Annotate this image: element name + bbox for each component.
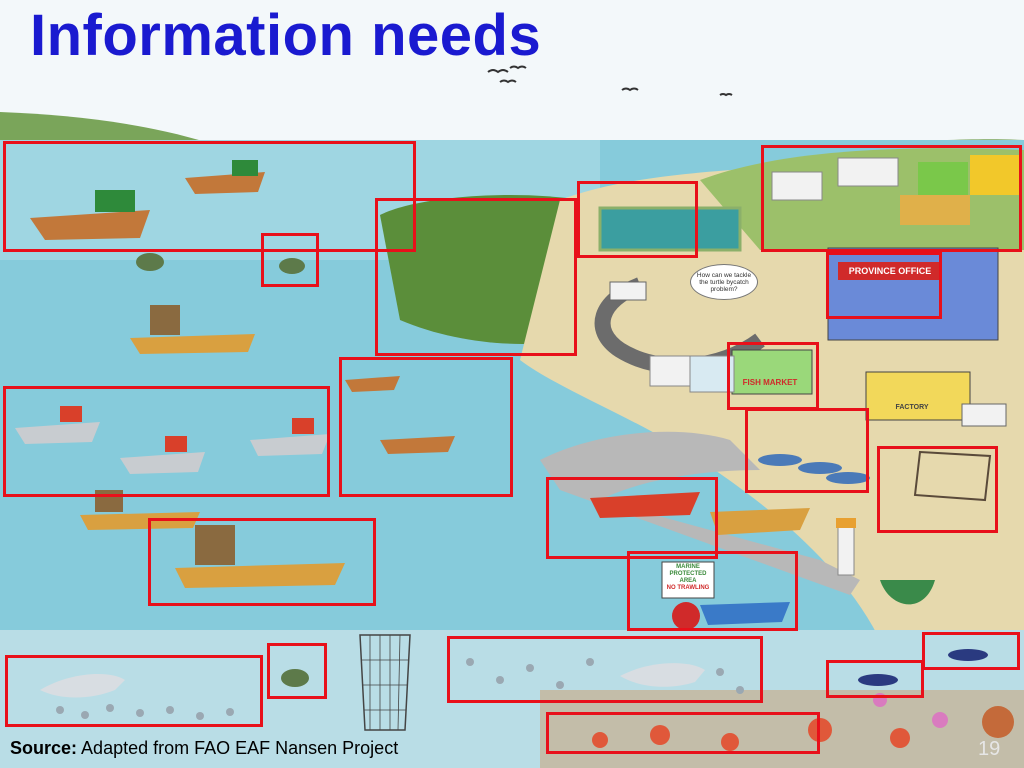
mpa-sign-line2: PROTECTED — [669, 571, 707, 577]
highlight-box-aquaculture-ponds — [577, 181, 698, 258]
mpa-sign-line4: NO TRAWLING — [666, 585, 710, 591]
village-houses — [771, 155, 1020, 225]
mpa-sign-line3: AREA — [679, 578, 697, 584]
highlight-box-fish-stocks — [447, 636, 763, 703]
highlight-box-marine-protected-area — [627, 551, 798, 631]
highlight-box-harbour-landing — [546, 477, 718, 559]
factory-sign: FACTORY — [895, 404, 929, 411]
highlight-box-beached-canoes — [745, 408, 869, 493]
source-caption: Source: Adapted from FAO EAF Nansen Proj… — [10, 738, 398, 759]
mpa-sign: MARINE PROTECTED AREA NO TRAWLING — [663, 564, 713, 592]
slide-title: Information needs — [30, 3, 542, 68]
highlight-box-turtle-near-net — [261, 233, 319, 287]
source-text: Adapted from FAO EAF Nansen Project — [81, 738, 399, 758]
highlight-box-turtle-underwater — [267, 643, 327, 699]
mpa-buoy — [672, 602, 700, 630]
source-label: Source: — [10, 738, 78, 758]
highlight-box-small-scale-fishers — [339, 357, 513, 497]
highlight-box-trawlers-fleet — [3, 386, 330, 497]
fish-school-icon — [56, 658, 744, 720]
highlight-box-shark-and-fish — [5, 655, 263, 727]
trawl-net — [359, 634, 411, 731]
speech-bubble: How can we tackle the turtle bycatch pro… — [690, 264, 758, 300]
pier — [540, 431, 860, 595]
mpa-sign-line1: MARINE — [676, 564, 700, 570]
highlight-box-large-trawler — [148, 518, 376, 606]
highlight-box-divers-right — [922, 632, 1020, 670]
fish-market-sign: FISH MARKET — [742, 378, 798, 387]
highlight-box-mangroves — [375, 198, 577, 356]
bird-icon — [487, 65, 733, 97]
shark-icon — [40, 663, 705, 698]
highlight-box-offshore-trawlers — [3, 141, 416, 252]
province-office-sign: PROVINCE OFFICE — [838, 262, 942, 280]
highlight-box-village — [761, 145, 1022, 252]
highlight-box-fish-market — [727, 342, 819, 410]
highlight-box-coral-reef — [546, 712, 820, 754]
highlight-box-diver — [826, 660, 924, 698]
turtle-icon — [136, 253, 309, 687]
boat-icon — [15, 160, 935, 625]
slide-number: 19 — [978, 738, 1001, 760]
highlight-box-province-office — [826, 252, 942, 319]
highlight-box-net-mending — [877, 446, 998, 533]
